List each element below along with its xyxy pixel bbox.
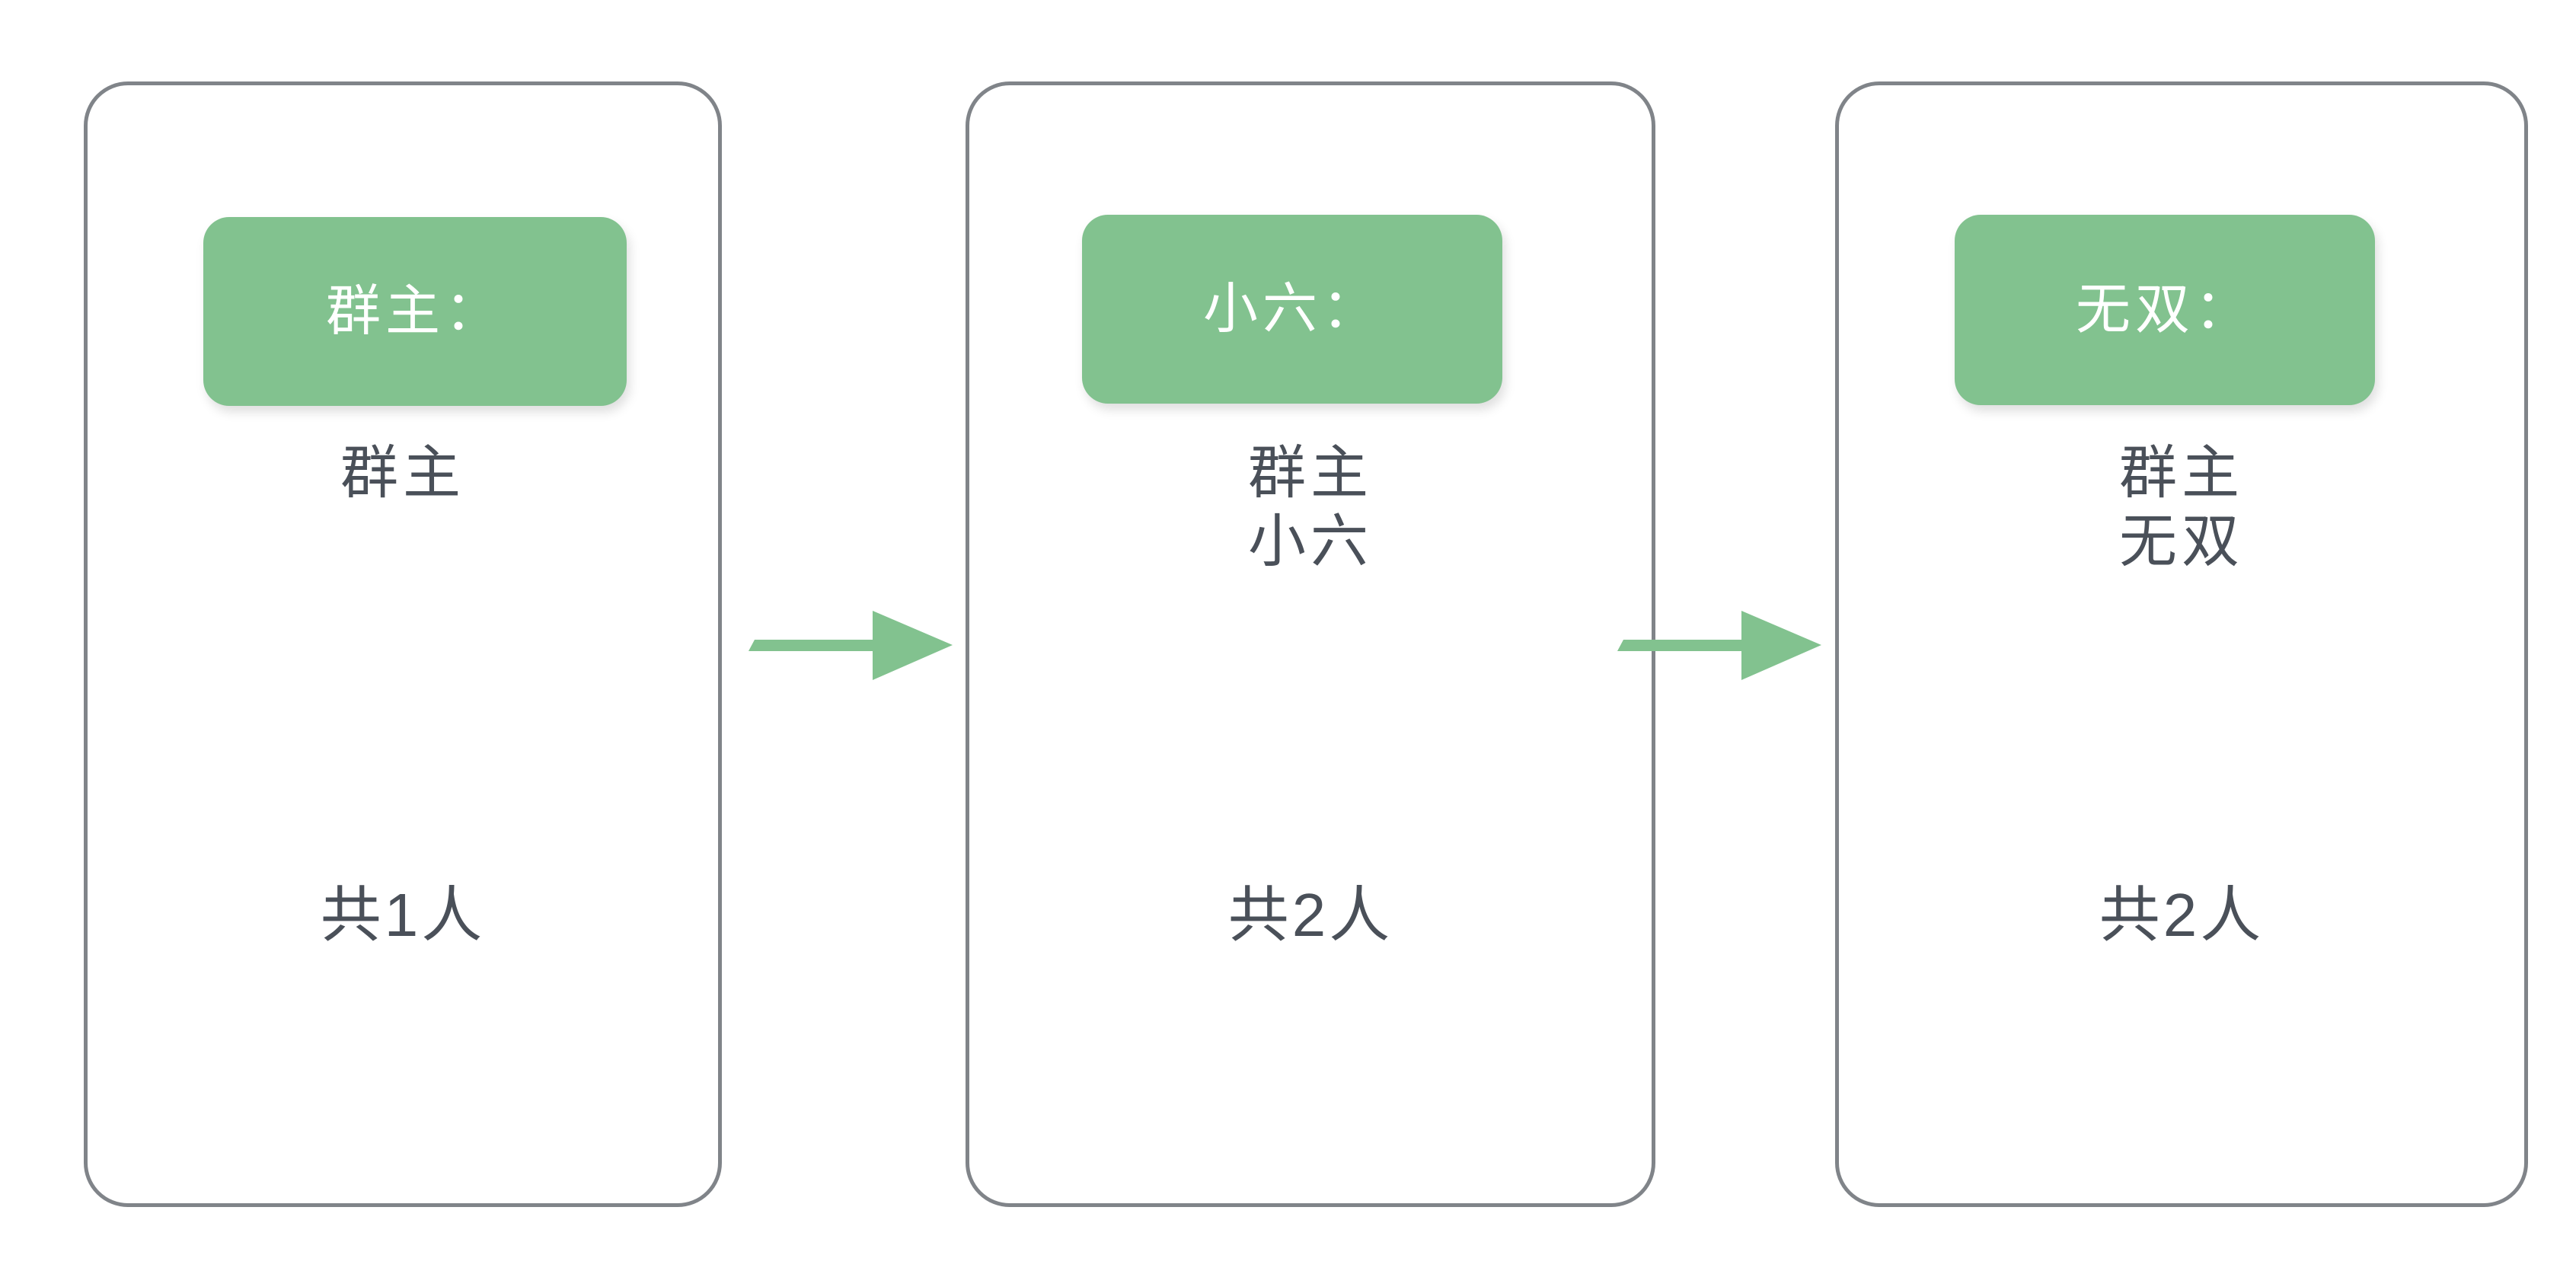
card-1-member-list: 群主 [340, 441, 465, 506]
arrow-right-icon [1617, 602, 1823, 689]
card-1-owner-badge: 群主： [203, 217, 627, 406]
card-3-member-list: 群主 无双 [2119, 441, 2244, 574]
group-state-card-2: 小六： 群主 小六 共2人 [966, 81, 1655, 1207]
card-3-member-count: 共2人 [2099, 881, 2265, 949]
group-state-card-3: 无双： 群主 无双 共2人 [1835, 81, 2528, 1207]
arrow-right-glyph [1617, 611, 1821, 680]
card-2-owner-badge: 小六： [1082, 215, 1502, 404]
card-3-owner-badge: 无双： [1955, 215, 2375, 405]
card-2-member-count: 共2人 [1227, 881, 1393, 949]
arrow-right-glyph [749, 611, 953, 680]
group-state-card-1: 群主： 群主 共1人 [84, 81, 722, 1207]
card-2-member-list: 群主 小六 [1248, 441, 1373, 574]
arrow-right-icon [749, 602, 954, 689]
card-1-member-count: 共1人 [320, 881, 486, 949]
